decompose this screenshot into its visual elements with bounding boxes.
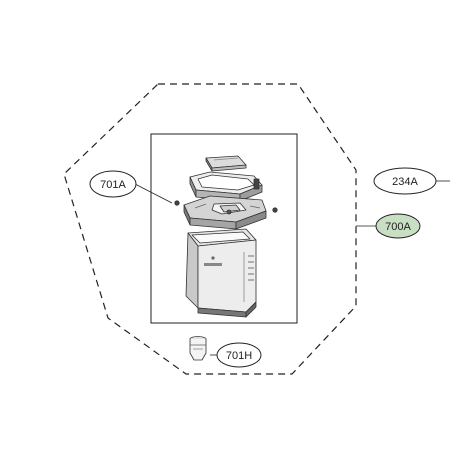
left-screw bbox=[174, 200, 180, 206]
callout-700A-highlight bbox=[375, 213, 421, 239]
callout-701H-label: 701H bbox=[226, 350, 252, 362]
tank-lid-frame bbox=[189, 171, 263, 202]
callout-234A-label: 234A bbox=[392, 176, 418, 188]
right-screw bbox=[272, 207, 278, 213]
callout-701H[interactable]: 701H bbox=[216, 342, 262, 368]
callout-701A[interactable]: 701A bbox=[89, 170, 137, 198]
sub-assembly-frame bbox=[150, 133, 298, 324]
assembly-boundary-octagon bbox=[63, 83, 357, 375]
leader-701A bbox=[134, 183, 173, 204]
tank-brand-label bbox=[204, 263, 222, 266]
leader-lines bbox=[134, 180, 450, 356]
callout-700A[interactable]: 700A bbox=[375, 213, 421, 239]
tank-inner-lid bbox=[183, 195, 267, 230]
tank-top-flap bbox=[205, 155, 247, 172]
callout-701A-label: 701A bbox=[100, 179, 126, 191]
callout-234A[interactable]: 234A bbox=[373, 167, 437, 195]
callout-700A-label: 700A bbox=[385, 221, 411, 233]
filter-cartridge bbox=[189, 336, 207, 361]
water-tank-assembly bbox=[174, 155, 278, 361]
tank-body bbox=[185, 228, 257, 318]
